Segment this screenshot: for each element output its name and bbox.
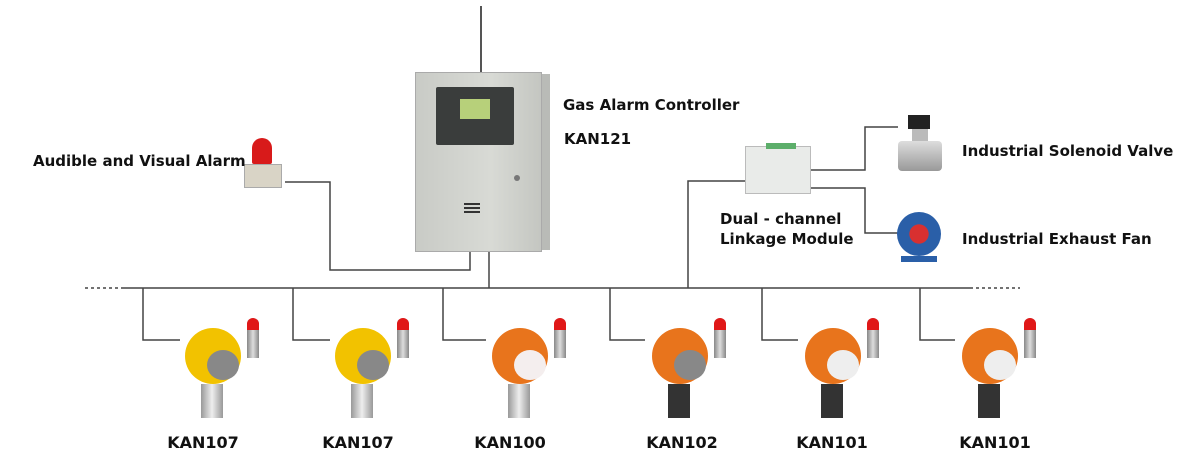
digital-display (207, 350, 239, 380)
lcd-screen (460, 99, 490, 119)
beacon-icon (1024, 318, 1036, 358)
sensor-icon (668, 384, 690, 418)
gas-alarm-controller (415, 72, 542, 252)
controller-keypad (436, 87, 514, 145)
gas-detector-5 (795, 318, 895, 428)
sensor-icon (821, 384, 843, 418)
beacon-icon (247, 318, 259, 358)
beacon-icon (714, 318, 726, 358)
module-to-bus (687, 180, 745, 288)
drop-3 (442, 288, 486, 341)
solenoid-valve-icon (898, 115, 944, 173)
alarm-label: Audible and Visual Alarm (33, 152, 246, 170)
detector-label-4: KAN102 (646, 433, 718, 452)
module-label-line2: Linkage Module (720, 230, 854, 248)
module-to-valve (809, 126, 898, 171)
controller-model: KAN121 (564, 130, 632, 148)
module-label-line1: Dual - channel (720, 210, 842, 228)
exhaust-fan-icon (893, 212, 945, 264)
sensor-icon (978, 384, 1000, 418)
gas-detector-3 (482, 318, 582, 428)
beacon-icon (867, 318, 879, 358)
detector-label-1: KAN107 (167, 433, 239, 452)
alarm-wire (285, 181, 471, 271)
digital-display (674, 350, 706, 380)
beacon-icon (554, 318, 566, 358)
detector-label-6: KAN101 (959, 433, 1031, 452)
detector-housing (805, 328, 861, 384)
detector-label-3: KAN100 (474, 433, 546, 452)
drop-2 (292, 288, 330, 341)
speaker-icon (464, 203, 480, 213)
digital-display (357, 350, 389, 380)
detector-housing (652, 328, 708, 384)
detector-housing (335, 328, 391, 384)
sensor-icon (201, 384, 223, 418)
controller-side (540, 74, 550, 250)
detector-housing (492, 328, 548, 384)
drop-4 (609, 288, 645, 341)
beacon-icon (397, 318, 409, 358)
dial-display (514, 350, 546, 380)
gas-detector-2 (325, 318, 425, 428)
module-to-fan (809, 187, 898, 234)
linkage-module (745, 143, 811, 194)
detector-label-2: KAN107 (322, 433, 394, 452)
lock-icon (514, 175, 520, 181)
dial-display (984, 350, 1016, 380)
controller-title: Gas Alarm Controller (563, 96, 740, 114)
gas-detector-4 (642, 318, 742, 428)
detector-housing (185, 328, 241, 384)
drop-6 (919, 288, 955, 341)
sensor-icon (508, 384, 530, 418)
detector-housing (962, 328, 1018, 384)
antenna-icon (480, 6, 482, 72)
drop-1 (142, 288, 180, 341)
drop-5 (761, 288, 798, 341)
sensor-icon (351, 384, 373, 418)
dial-display (827, 350, 859, 380)
output-label-valve: Industrial Solenoid Valve (962, 142, 1174, 160)
detector-label-5: KAN101 (796, 433, 868, 452)
audible-visual-alarm-icon (240, 138, 284, 190)
output-label-fan: Industrial Exhaust Fan (962, 230, 1152, 248)
gas-detector-1 (175, 318, 275, 428)
gas-detector-6 (952, 318, 1052, 428)
